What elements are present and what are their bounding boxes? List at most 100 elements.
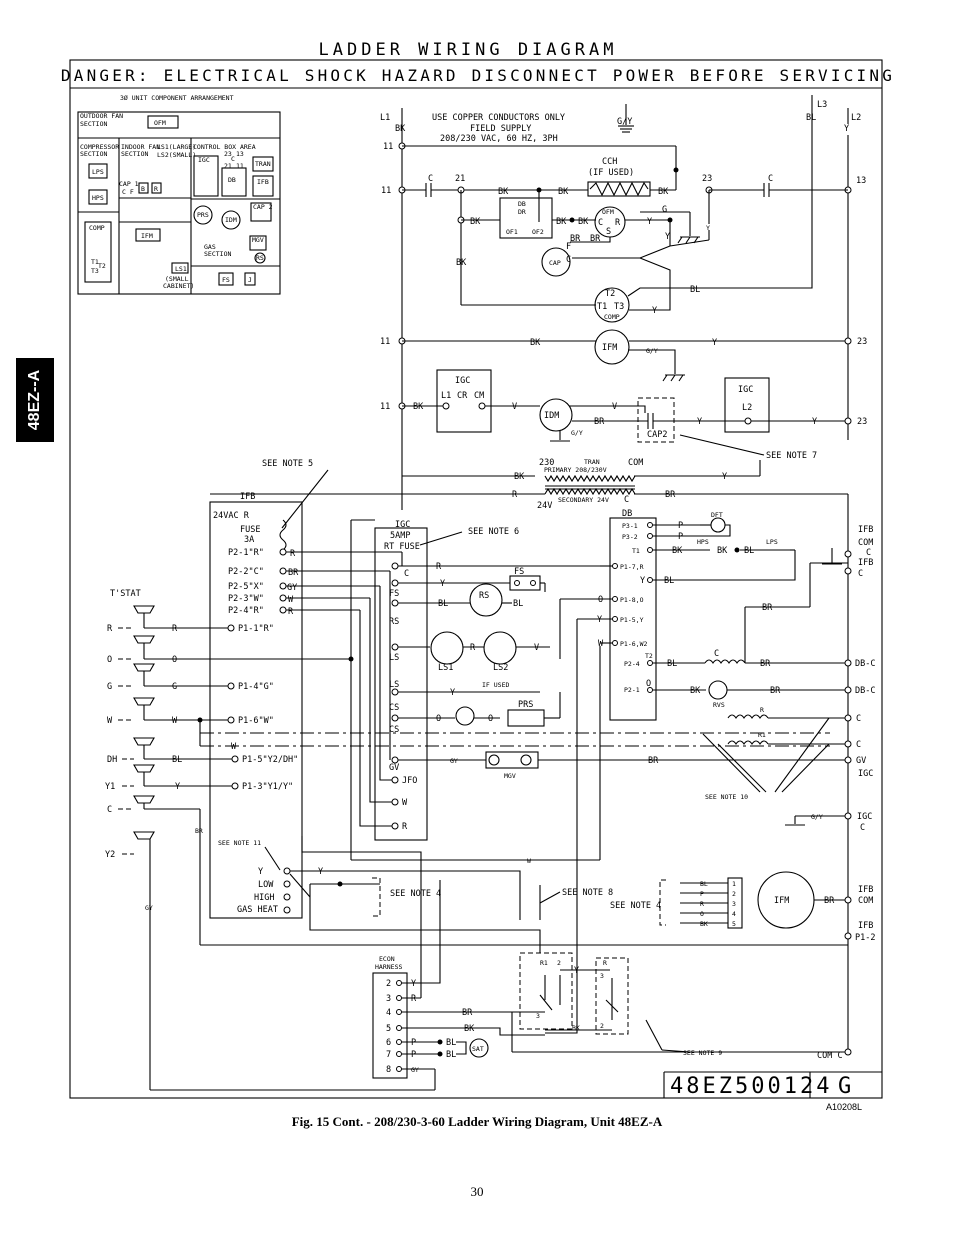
svg-text:R: R [470, 643, 476, 653]
svg-text:C: C [624, 495, 629, 505]
svg-text:T3: T3 [614, 302, 624, 312]
svg-text:BK: BK [470, 217, 481, 227]
svg-text:CM: CM [474, 391, 484, 401]
svg-text:Y: Y [697, 417, 702, 427]
svg-text:COMP: COMP [604, 313, 620, 321]
svg-text:11: 11 [381, 186, 391, 196]
svg-text:L3: L3 [817, 100, 827, 110]
svg-text:GY: GY [411, 1066, 419, 1074]
svg-text:FS: FS [389, 589, 399, 599]
svg-text:PRS: PRS [518, 700, 533, 710]
svg-text:Y: Y [665, 232, 670, 242]
svg-text:BK: BK [456, 258, 467, 268]
tstat-w: W W P1-6"W" [107, 697, 274, 726]
svg-text:COM: COM [858, 538, 873, 548]
svg-text:DB-C: DB-C [855, 686, 875, 696]
svg-text:CABINET): CABINET) [163, 282, 194, 290]
svg-text:OF2: OF2 [532, 228, 544, 236]
svg-text:DB: DB [518, 200, 526, 208]
svg-text:23: 23 [857, 337, 867, 347]
ifb-board [209, 501, 303, 919]
svg-text:HARNESS: HARNESS [375, 963, 402, 971]
svg-text:BK: BK [464, 1024, 475, 1034]
svg-text:GY: GY [450, 757, 458, 765]
svg-text:IDM: IDM [544, 411, 559, 421]
svg-text:P: P [411, 1038, 416, 1048]
svg-text:V: V [534, 643, 539, 653]
svg-text:L2: L2 [851, 113, 861, 123]
svg-text:P2-1: P2-1 [624, 686, 640, 694]
svg-text:R: R [760, 706, 764, 714]
svg-text:CCH: CCH [602, 157, 617, 167]
svg-text:P2-4"R": P2-4"R" [228, 606, 264, 616]
svg-text:BL: BL [690, 285, 700, 295]
svg-text:Y: Y [640, 576, 645, 586]
svg-text:230: 230 [539, 458, 554, 468]
econ-harness [372, 972, 408, 1079]
svg-text:BR: BR [762, 603, 773, 613]
svg-text:BL: BL [664, 576, 674, 586]
svg-text:P1-3"Y1/Y": P1-3"Y1/Y" [242, 782, 293, 792]
svg-text:LOW: LOW [258, 880, 274, 890]
svg-text:24VAC R: 24VAC R [213, 511, 250, 521]
svg-text:BR: BR [648, 756, 659, 766]
svg-text:SEE NOTE 4: SEE NOTE 4 [390, 889, 441, 899]
svg-text:P1-5,Y: P1-5,Y [620, 616, 644, 624]
arrangement-title: 3Ø UNIT COMPONENT ARRANGEMENT [120, 94, 234, 102]
svg-text:3: 3 [600, 972, 604, 980]
svg-text:GV: GV [389, 763, 399, 773]
svg-text:DH: DH [107, 755, 117, 765]
svg-text:BR: BR [288, 568, 299, 578]
svg-text:FUSE: FUSE [240, 525, 260, 535]
svg-text:INDOOR FAN: INDOOR FAN [121, 143, 160, 151]
figure-id: A10208L [826, 1102, 863, 1112]
field-supply: L1 BK USE COPPER CONDUCTORS ONLY FIELD S… [380, 95, 861, 144]
svg-text:P1-4"G": P1-4"G" [238, 682, 274, 692]
svg-text:BK: BK [556, 217, 567, 227]
svg-text:Y: Y [647, 217, 652, 227]
svg-text:F: F [566, 242, 571, 252]
svg-text:FS: FS [514, 567, 524, 577]
svg-text:23: 23 [857, 417, 867, 427]
arrangement-frame [77, 111, 281, 295]
svg-text:DB-C: DB-C [855, 659, 875, 669]
svg-text:HPS: HPS [697, 538, 709, 546]
svg-text:SECTION: SECTION [80, 150, 107, 158]
svg-text:IGC: IGC [395, 520, 410, 530]
svg-text:OFM: OFM [602, 208, 614, 216]
svg-text:R1: R1 [758, 731, 766, 739]
svg-text:Y: Y [318, 867, 323, 877]
svg-text:C: C [858, 569, 863, 579]
svg-text:Y: Y [440, 579, 445, 589]
svg-text:COM C: COM C [817, 1051, 843, 1061]
svg-text:O: O [646, 679, 651, 689]
svg-text:MGV: MGV [252, 236, 264, 244]
svg-text:IGC: IGC [198, 156, 210, 164]
svg-text:SECTION: SECTION [121, 150, 148, 158]
svg-text:R: R [288, 607, 294, 617]
svg-text:P2-1"R": P2-1"R" [228, 548, 264, 558]
svg-text:BK: BK [690, 686, 701, 696]
svg-text:Y: Y [597, 615, 602, 625]
svg-text:P1-2: P1-2 [855, 933, 875, 943]
svg-text:BK: BK [413, 402, 424, 412]
svg-text:LS1(LARGE): LS1(LARGE) [157, 143, 196, 151]
svg-text:P: P [678, 532, 683, 542]
svg-text:L1: L1 [380, 113, 390, 123]
svg-text:SEE NOTE 7: SEE NOTE 7 [766, 451, 817, 461]
svg-text:BL: BL [806, 113, 816, 123]
svg-text:3: 3 [536, 1012, 540, 1020]
svg-text:IFB: IFB [858, 558, 873, 568]
svg-text:W: W [527, 857, 531, 865]
svg-text:Y: Y [175, 782, 180, 792]
svg-text:IFB: IFB [240, 492, 255, 502]
svg-text:P1-7,R: P1-7,R [620, 563, 644, 571]
svg-text:11: 11 [380, 402, 390, 412]
svg-text:P3-1: P3-1 [622, 522, 638, 530]
svg-text:8: 8 [386, 1065, 391, 1075]
svg-text:C: C [231, 155, 235, 163]
figure-caption: Fig. 15 Cont. - 208/230-3-60 Ladder Wiri… [291, 1114, 663, 1129]
svg-text:(SMALL: (SMALL [165, 275, 189, 283]
svg-text:W: W [288, 595, 294, 605]
svg-text:CAP2: CAP2 [647, 430, 667, 440]
